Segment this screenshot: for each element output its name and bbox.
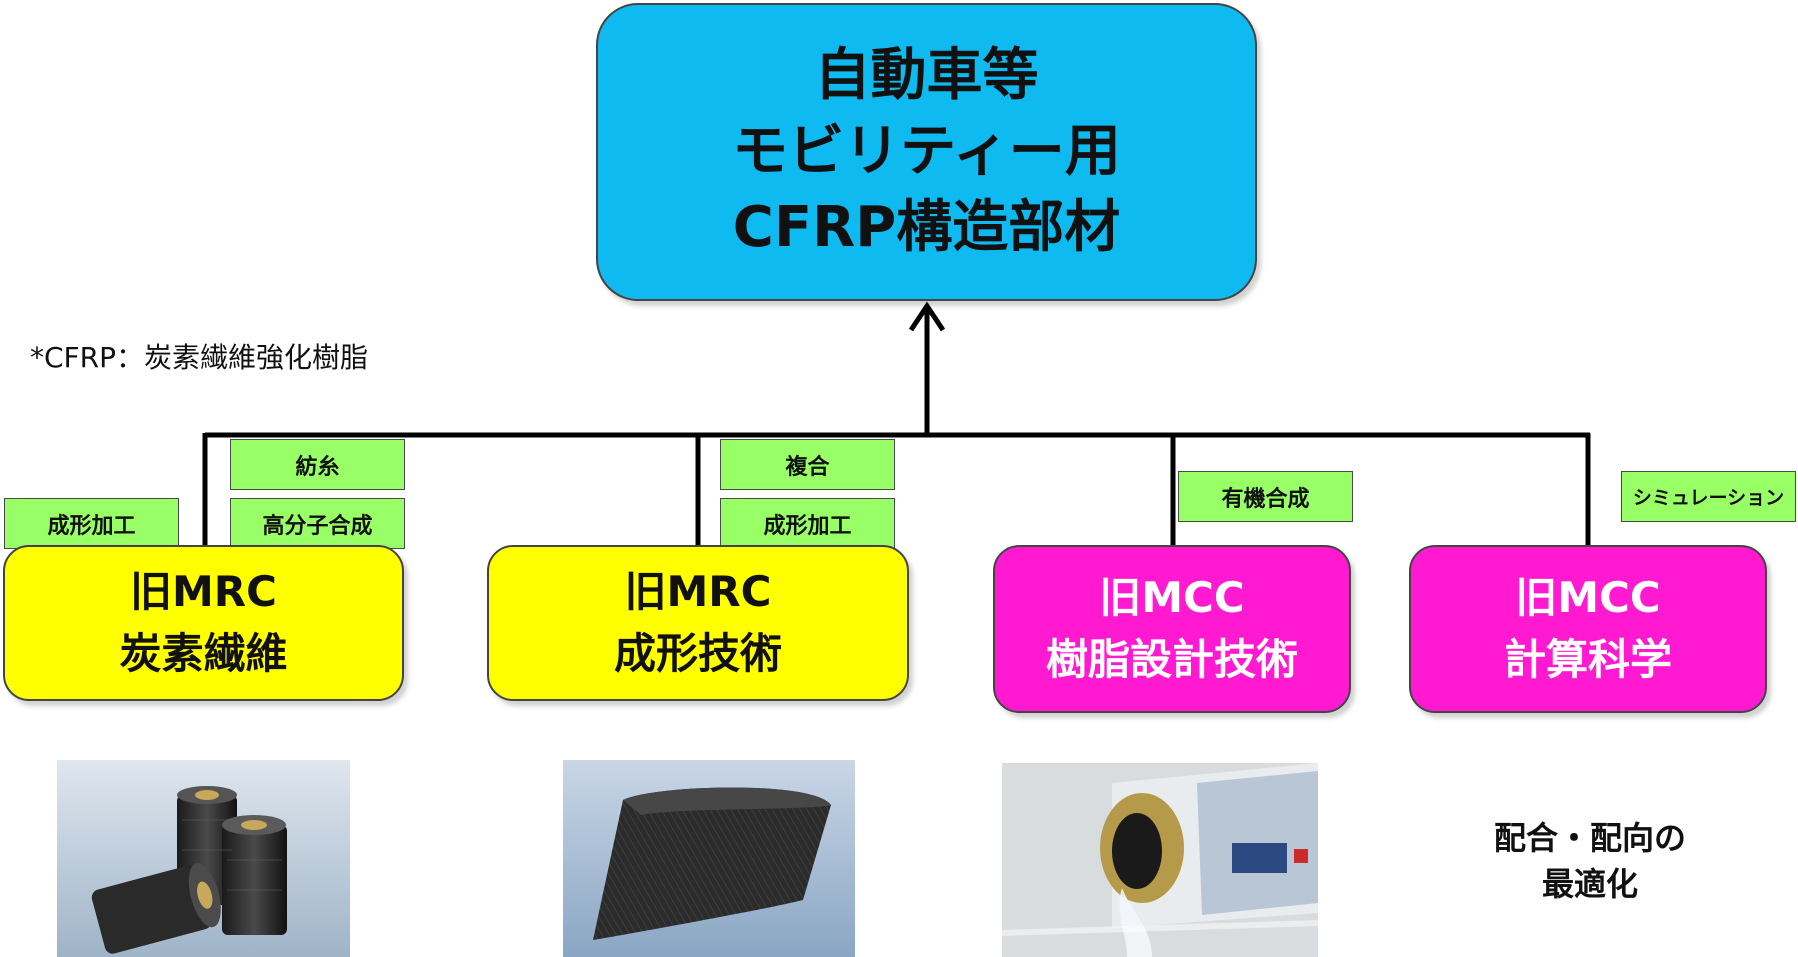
category-org: 旧MCC xyxy=(1099,573,1245,622)
tag-molding-center: 成形加工 xyxy=(720,498,895,549)
tag-molding-left: 成形加工 xyxy=(4,498,179,549)
category-box-computational-science: 旧MCC 計算科学 xyxy=(1409,545,1767,713)
carbon-fiber-sheet-photo xyxy=(563,760,855,957)
category-title: 計算科学 xyxy=(1503,635,1672,684)
category-box-carbon-fiber: 旧MRC 炭素繊維 xyxy=(3,545,404,701)
tag-spinning: 紡糸 xyxy=(230,439,405,490)
category-box-resin-design: 旧MCC 樹脂設計技術 xyxy=(993,545,1351,713)
optimization-caption: 配合・配向の 最適化 xyxy=(1440,815,1740,907)
category-box-molding-tech: 旧MRC 成形技術 xyxy=(487,545,909,701)
goal-line-2: モビリティー用 xyxy=(732,119,1121,184)
goal-line-1: 自動車等 xyxy=(814,43,1039,108)
tag-polymer-synthesis: 高分子合成 xyxy=(230,498,405,549)
category-title: 樹脂設計技術 xyxy=(1045,635,1298,684)
tag-composite: 複合 xyxy=(720,439,895,490)
caption-line-1: 配合・配向の xyxy=(1493,819,1686,857)
tag-organic-synthesis: 有機合成 xyxy=(1178,471,1353,522)
category-org: 旧MRC xyxy=(130,567,277,616)
category-title: 成形技術 xyxy=(613,629,782,678)
goal-line-3: CFRP構造部材 xyxy=(732,195,1121,260)
resin-can-photo xyxy=(1002,763,1318,957)
carbon-fiber-spools-photo xyxy=(57,760,350,957)
caption-line-2: 最適化 xyxy=(1541,865,1638,903)
category-org: 旧MCC xyxy=(1515,573,1661,622)
category-org: 旧MRC xyxy=(624,567,772,616)
category-title: 炭素繊維 xyxy=(119,629,288,678)
cfrp-footnote: *CFRP：炭素繊維強化樹脂 xyxy=(30,341,368,374)
goal-box: 自動車等 モビリティー用 CFRP構造部材 xyxy=(596,3,1257,301)
tag-simulation: シミュレーション xyxy=(1621,471,1796,522)
up-arrow-head xyxy=(908,301,946,332)
